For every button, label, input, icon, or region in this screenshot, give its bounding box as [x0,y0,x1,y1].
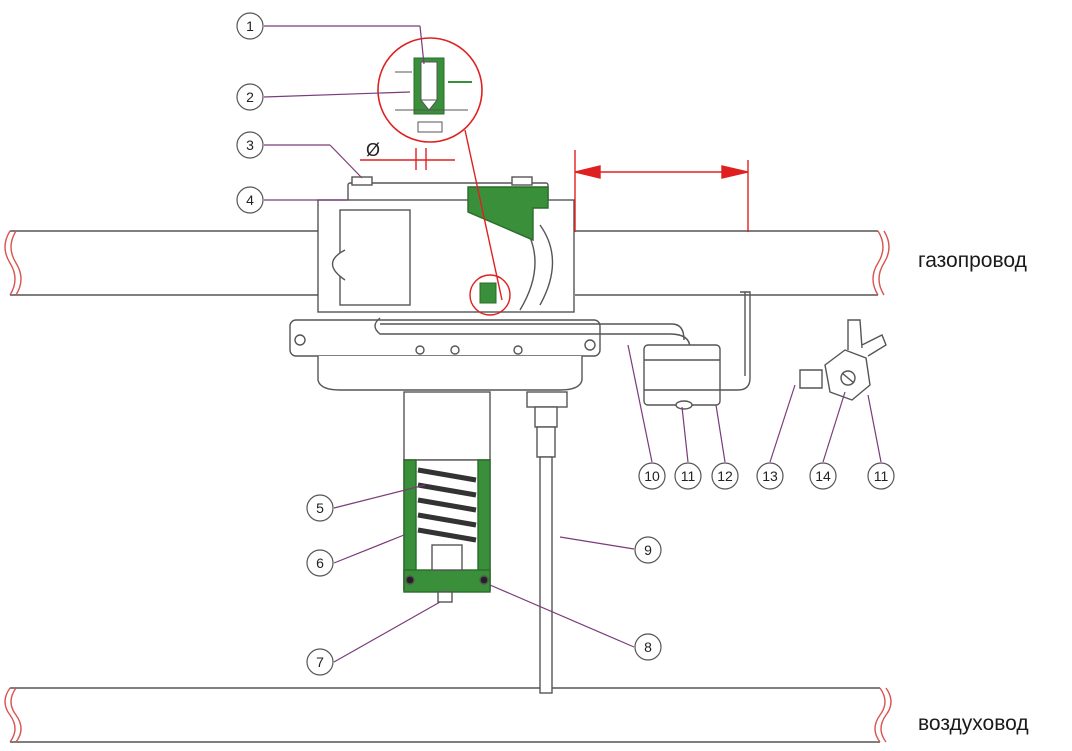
callout-1: 1 [246,18,254,34]
nozzle-detail [799,319,887,401]
callout-14: 14 [815,468,831,484]
callout-11b: 11 [874,468,889,484]
impulse-tube [374,291,751,391]
callouts [263,25,882,663]
air-duct [4,687,892,743]
fitting [643,344,721,410]
valve-body [289,176,601,391]
callout-8: 8 [644,639,652,655]
diameter-symbol: Ø [366,140,380,160]
callout-7: 7 [316,654,324,670]
gas-pipe-label: газопровод [918,249,1027,272]
callout-2: 2 [246,89,254,105]
magnified-detail [377,37,511,316]
callout-5: 5 [316,500,324,516]
callout-circles [236,12,895,676]
spring-housing [403,391,491,603]
impulse-line [526,391,568,694]
gas-pipe [4,230,890,296]
callout-4: 4 [246,192,254,208]
callout-13: 13 [762,468,778,484]
callout-9: 9 [644,542,652,558]
callout-3: 3 [246,137,254,153]
callout-11: 11 [681,468,696,484]
callout-10: 10 [644,468,660,484]
air-duct-label: воздуховод [918,712,1029,735]
callout-12: 12 [717,468,733,484]
dimension-marks [360,148,749,232]
callout-6: 6 [316,555,324,571]
